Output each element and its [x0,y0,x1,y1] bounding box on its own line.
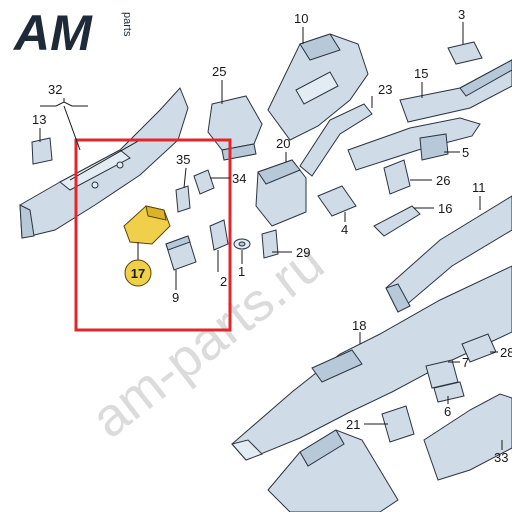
am-parts-logo: AM parts [12,5,133,61]
callout-17-highlighted[interactable]: 17 [124,259,152,287]
part-16-strip[interactable] [373,205,421,237]
logo-mark: AM [12,5,93,61]
part-13-plate[interactable] [31,137,53,165]
part-18-main-rail[interactable] [231,265,512,461]
callout-labels: 10 3 25 15 32 13 23 5 35 34 20 26 11 16 … [32,7,512,465]
callout-15: 15 [414,66,428,81]
callout-26: 26 [436,173,450,188]
callout-25: 25 [212,64,226,79]
callout-10: 10 [294,11,308,26]
part-17-highlighted-bracket[interactable] [123,205,171,245]
callout-2: 2 [220,274,227,289]
callout-1: 1 [238,264,245,279]
part-10-crossmember[interactable] [267,33,369,141]
callout-9: 9 [172,290,179,305]
part-35-tab[interactable] [175,185,191,213]
callout-13: 13 [32,112,46,127]
callout-21: 21 [346,417,360,432]
callout-5: 5 [462,145,469,160]
callout-16: 16 [438,201,452,216]
leader-lines [39,22,503,450]
part-29-clip[interactable] [261,229,279,259]
part-26-bracket[interactable] [383,159,411,195]
part-34-bracket[interactable] [193,169,215,195]
part-6-plate[interactable] [433,381,465,403]
part-3-small-bracket[interactable] [447,41,483,65]
part-33-panel[interactable] [423,393,512,481]
part-4-gusset[interactable] [317,185,357,217]
bottom-cross-assembly[interactable] [267,429,399,512]
logo-suffix: parts [121,12,133,37]
callout-29: 29 [296,245,310,260]
callout-3: 3 [458,7,465,22]
part-5-long-member[interactable] [347,117,481,171]
part-9-bracket[interactable] [165,235,197,271]
part-15-rail-section[interactable] [399,59,512,123]
callout-17-badge [124,259,152,287]
callout-34: 34 [232,171,246,186]
part-25-bracket[interactable] [207,95,263,161]
callout-4: 4 [341,222,348,237]
part-20-mount[interactable] [255,159,307,227]
callout-11: 11 [472,180,486,195]
part-1-grommet[interactable] [233,238,251,250]
part-21-block[interactable] [381,405,415,443]
callout-17: 17 [131,266,145,281]
callout-7: 7 [462,355,469,370]
callout-6: 6 [444,404,451,419]
part-11-side-rail[interactable] [385,195,512,313]
part-2-bracket[interactable] [209,219,229,251]
highlight-box [74,138,232,332]
callout-23: 23 [378,82,392,97]
part-23-brace[interactable] [299,103,373,177]
callout-33: 33 [494,450,508,465]
callout-32: 32 [48,82,62,97]
callout-28: 28 [500,345,512,360]
callout-18: 18 [352,318,366,333]
callout-20: 20 [276,136,290,151]
callout-35: 35 [176,152,190,167]
